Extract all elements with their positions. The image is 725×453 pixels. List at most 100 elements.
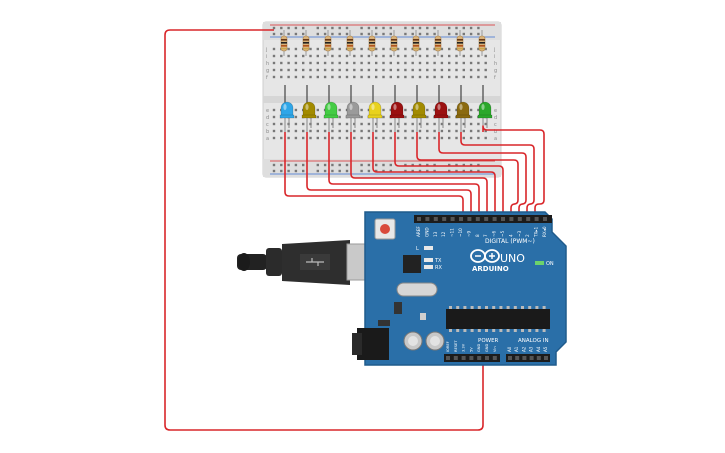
resistor[interactable] (280, 30, 288, 56)
led[interactable] (477, 85, 493, 132)
row-letter: j (493, 47, 495, 53)
digital-label: DIGITAL (PWM~) (485, 238, 535, 245)
row-letter: c (266, 122, 269, 128)
row-letter: h (266, 61, 269, 67)
arduino-brand: ARDUINO (472, 265, 509, 273)
digital-pin-label: ~3 (517, 230, 522, 237)
power-label: POWER (478, 338, 499, 344)
row-letter: i (494, 54, 495, 60)
resistor[interactable] (412, 30, 420, 56)
signal-wire[interactable] (438, 132, 527, 219)
crystal (396, 282, 438, 297)
led[interactable] (345, 85, 361, 132)
row-letter: b (266, 129, 269, 135)
analog-pin-label: A3 (529, 346, 534, 352)
power-pin-label: 3.3V (462, 343, 466, 352)
arduino-logo-icon (470, 249, 500, 263)
row-letter: d (266, 115, 269, 121)
led[interactable] (323, 85, 339, 132)
power-pin-label: RESET (454, 340, 458, 352)
rx-led-label: RX (435, 265, 442, 271)
digital-pin-label: ~9 (466, 230, 471, 237)
analog-pin-label: A2 (521, 346, 526, 352)
digital-pin-label: 13 (433, 231, 438, 237)
l-led-label: L (416, 246, 419, 252)
digital-pin-label: GND (424, 227, 429, 237)
analog-label: ANALOG IN (518, 338, 549, 344)
analog-pin-label: A1 (514, 346, 519, 352)
analog-pin-label: A4 (536, 346, 541, 352)
digital-pin-label: TX▸1 (534, 226, 539, 238)
resistor[interactable] (478, 30, 486, 56)
resistor[interactable] (456, 30, 464, 56)
wires (284, 125, 545, 219)
row-letter: a (266, 136, 269, 142)
row-letter: d (494, 115, 497, 121)
digital-pin-label: 7 (483, 234, 488, 237)
signal-wire[interactable] (306, 132, 472, 219)
row-letter: g (494, 68, 497, 74)
signal-wire[interactable] (284, 132, 464, 219)
signal-wire[interactable] (328, 132, 480, 219)
resistor[interactable] (434, 30, 442, 56)
tx-led-label: TX (434, 258, 442, 264)
signal-wire[interactable] (416, 132, 519, 219)
digital-pin-label: 8 (475, 234, 480, 237)
row-letter: e (266, 108, 269, 114)
led[interactable] (279, 85, 295, 132)
ground-wire[interactable] (164, 29, 484, 431)
uno-model: UNO (500, 252, 525, 265)
resistor[interactable] (368, 30, 376, 56)
row-letter: h (494, 61, 497, 67)
analog-pin-label: A5 (543, 346, 548, 352)
led-array (279, 85, 493, 132)
atmega-chip (446, 309, 550, 329)
led[interactable] (301, 85, 317, 132)
resistor[interactable] (390, 30, 398, 56)
row-letter: g (266, 68, 269, 74)
row-letter: a (494, 136, 497, 142)
signal-wire[interactable] (372, 132, 496, 219)
led[interactable] (411, 85, 427, 132)
digital-pin-label: 4 (508, 234, 513, 237)
signal-wire[interactable] (394, 132, 504, 219)
resistor[interactable] (302, 30, 310, 56)
resistor-array (280, 30, 486, 56)
power-pin-label: Vin (493, 346, 497, 352)
digital-pin-label: RX◂0 (542, 226, 547, 237)
signal-wire[interactable] (482, 125, 545, 219)
dc-jack (357, 328, 389, 360)
led[interactable] (433, 85, 449, 132)
digital-pin-label: ~5 (500, 230, 505, 237)
led[interactable] (389, 85, 405, 132)
row-letter: f (266, 75, 268, 81)
analog-header (506, 354, 550, 362)
power-pin-label: GND (477, 344, 481, 352)
power-pin-label: GND (485, 344, 489, 352)
digital-header (414, 215, 552, 223)
digital-pin-label: ~11 (450, 228, 455, 237)
led[interactable] (367, 85, 383, 132)
usb-cable (237, 240, 378, 285)
power-pin-label: IOREF (446, 341, 450, 352)
analog-pin-label: A0 (507, 346, 512, 352)
resistor[interactable] (324, 30, 332, 56)
on-label: ON (546, 261, 554, 267)
digital-pin-label: 2 (525, 234, 530, 237)
signal-wire[interactable] (350, 132, 488, 219)
on-led (535, 261, 544, 265)
row-letter: c (494, 122, 497, 128)
row-letter: j (265, 47, 267, 53)
signal-wire[interactable] (460, 132, 535, 219)
row-letter: i (266, 54, 267, 60)
row-letter: e (494, 108, 497, 114)
resistor[interactable] (346, 30, 354, 56)
led[interactable] (455, 85, 471, 132)
digital-pin-label: AREF (416, 226, 421, 237)
